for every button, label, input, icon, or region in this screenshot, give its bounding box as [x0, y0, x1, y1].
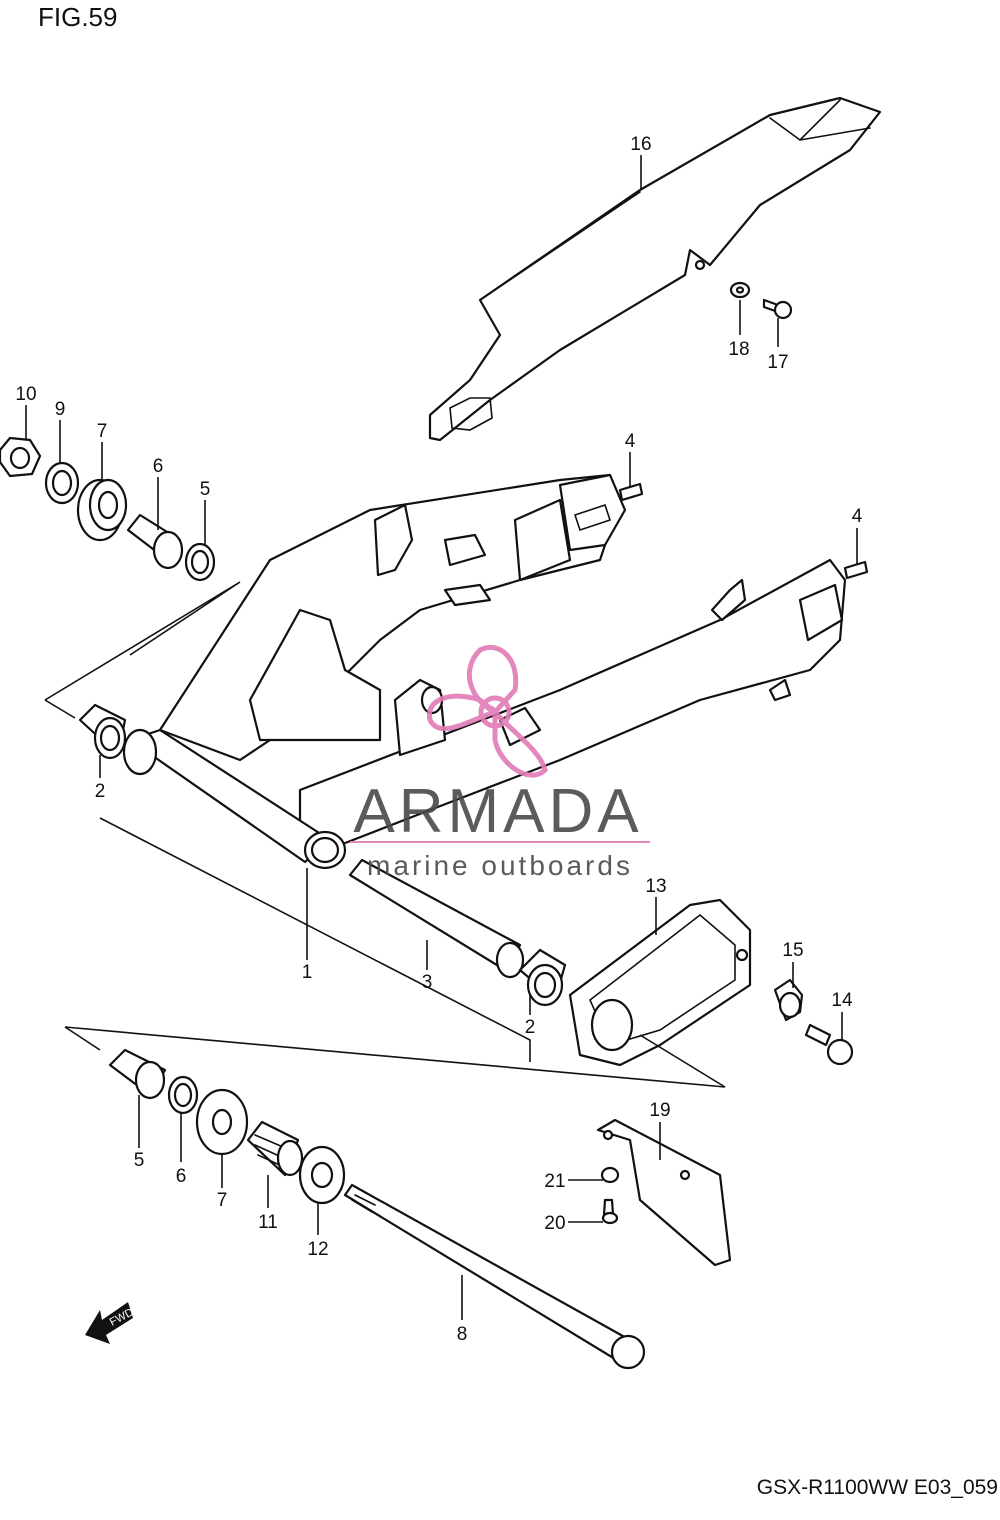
callout-7-upper: 7: [97, 421, 108, 442]
spacer-tube-part-3[interactable]: [348, 858, 525, 979]
callout-15: 15: [782, 940, 803, 961]
chain-guard-part-19[interactable]: [596, 1118, 732, 1267]
callout-numbers: 16 18 17 10 9 7 6 5 4 4 2 1 3 2 13 15 14…: [15, 134, 862, 1345]
callout-14: 14: [831, 990, 853, 1011]
adjuster-nut-part-12[interactable]: [298, 1145, 346, 1205]
callout-8: 8: [457, 1324, 468, 1345]
sleeve-part-11[interactable]: [246, 1120, 304, 1177]
propeller-logo: [426, 644, 548, 778]
watermark-tagline: marine outboards: [367, 850, 633, 881]
assembly-lines: [44, 581, 726, 1088]
figure-title: FIG.59: [38, 2, 118, 32]
chain-guide-part-13[interactable]: [568, 898, 752, 1067]
nut-part-10[interactable]: [0, 436, 42, 478]
washer-part-18[interactable]: [729, 281, 751, 299]
callout-5-lower: 5: [134, 1150, 145, 1171]
needle-bearing-part-2-left[interactable]: [78, 703, 127, 760]
callout-1: 1: [302, 962, 313, 983]
pivot-shaft-part-8[interactable]: [343, 1183, 646, 1370]
callout-18: 18: [728, 339, 749, 360]
bolt-part-14[interactable]: [804, 1023, 854, 1066]
bearing-part-7-upper[interactable]: [76, 478, 128, 542]
callout-19: 19: [649, 1100, 670, 1121]
callout-leaders: [25, 155, 858, 1320]
callout-21: 21: [544, 1171, 565, 1192]
fwd-label: FWD: [108, 1306, 136, 1328]
callout-4-upper: 4: [625, 431, 636, 452]
callout-2-right: 2: [525, 1017, 536, 1038]
callout-6-lower: 6: [176, 1166, 187, 1187]
callout-12: 12: [307, 1239, 328, 1260]
collar-part-15[interactable]: [773, 978, 804, 1022]
needle-bearing-part-2-right[interactable]: [518, 948, 567, 1007]
callout-17: 17: [767, 352, 788, 373]
callout-4-lower: 4: [852, 506, 863, 527]
washer-part-9[interactable]: [44, 461, 80, 505]
screw-part-21[interactable]: [600, 1166, 620, 1184]
forward-arrow-icon: FWD: [85, 1302, 136, 1344]
callout-6-upper: 6: [153, 456, 164, 477]
screw-part-20[interactable]: [601, 1198, 619, 1225]
callout-16: 16: [630, 134, 651, 155]
washer-part-5-lower[interactable]: [108, 1048, 167, 1100]
watermark: ARMADA marine outboards: [350, 644, 650, 881]
swingarm-part-1[interactable]: [122, 473, 847, 870]
diagram-code: GSX-R1100WW E03_059: [756, 1476, 998, 1499]
adjuster-bolt-part-4-upper[interactable]: [618, 482, 644, 502]
washer-part-5-upper[interactable]: [184, 542, 216, 582]
callout-10: 10: [15, 384, 36, 405]
bolt-part-17[interactable]: [762, 298, 793, 320]
callout-5-upper: 5: [200, 479, 211, 500]
callout-3: 3: [422, 972, 433, 993]
callout-9: 9: [55, 399, 66, 420]
callout-7-lower: 7: [217, 1190, 228, 1211]
bearing-part-7-lower[interactable]: [195, 1088, 249, 1156]
callout-2-left: 2: [95, 781, 106, 802]
callout-20: 20: [544, 1213, 565, 1234]
adjuster-bolt-part-4-lower[interactable]: [843, 560, 869, 580]
callout-11: 11: [258, 1212, 278, 1233]
chain-case-part-16[interactable]: [428, 96, 882, 442]
callout-13: 13: [645, 876, 666, 897]
spacer-part-6-lower[interactable]: [167, 1075, 199, 1115]
spacer-part-6-upper[interactable]: [126, 513, 184, 570]
watermark-brand: ARMADA: [353, 777, 642, 846]
